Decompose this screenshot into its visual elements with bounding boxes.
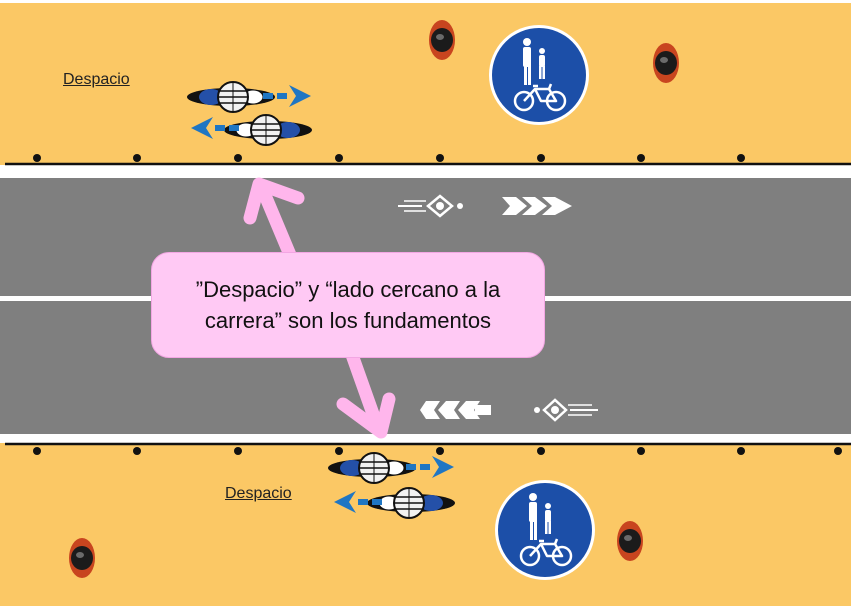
shared-pedestrian-bicycle-sign-icon bbox=[487, 23, 591, 127]
top-sidewalk bbox=[0, 3, 851, 165]
callout-line-1: ”Despacio” y “lado cercano a la bbox=[195, 277, 501, 302]
bottom-sidewalk bbox=[0, 443, 851, 606]
callout-line-2: carrera” son los fundamentos bbox=[204, 308, 492, 333]
pedestrian-topdown-icon bbox=[617, 521, 643, 561]
slow-label-top: Despacio bbox=[63, 71, 130, 88]
bicycle-road-marking-icon bbox=[398, 194, 463, 218]
road-edge-top bbox=[0, 172, 851, 178]
slow-label-bottom: Despacio bbox=[225, 485, 292, 502]
bottom-curb-posts bbox=[33, 447, 842, 455]
shared-pedestrian-bicycle-sign-icon bbox=[493, 478, 597, 582]
pedestrian-topdown-icon bbox=[429, 20, 455, 60]
callout-box: ”Despacio” y “lado cercano a la carrera”… bbox=[151, 252, 545, 358]
chevron-arrows-icon bbox=[502, 197, 572, 215]
pedestrian-topdown-icon bbox=[653, 43, 679, 83]
callout-pointer-up bbox=[243, 177, 305, 269]
chevron-arrows-icon bbox=[420, 401, 491, 419]
callout-pointer-down bbox=[336, 345, 396, 439]
pedestrian-topdown-icon bbox=[69, 538, 95, 578]
road-edge-bottom bbox=[0, 434, 851, 439]
top-curb-posts bbox=[33, 154, 745, 162]
bicycle-road-marking-icon bbox=[534, 398, 598, 422]
